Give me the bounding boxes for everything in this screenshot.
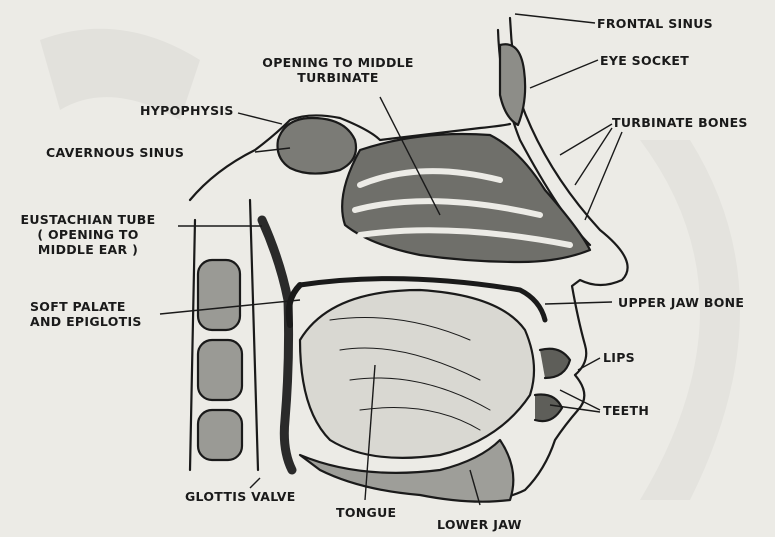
label-hypophysis: HYPOPHYSIS — [140, 103, 234, 118]
label-line: TURBINATE — [233, 70, 443, 85]
leader-upper-jaw-bone — [545, 302, 612, 304]
label-teeth: TEETH — [603, 403, 649, 418]
label-upper-jaw-bone: UPPER JAW BONE — [618, 295, 744, 310]
label-lips: LIPS — [603, 350, 635, 365]
pharynx-channel — [262, 220, 292, 470]
label-lower-jaw: LOWER JAW — [437, 517, 522, 532]
label-eustachian-tube: EUSTACHIAN TUBE ( OPENING TO MIDDLE EAR … — [2, 212, 174, 257]
label-line: OPENING TO MIDDLE — [233, 55, 443, 70]
label-tongue: TONGUE — [336, 505, 396, 520]
label-line: MIDDLE EAR ) — [2, 242, 174, 257]
watermark-shape — [640, 140, 740, 500]
leader-hypophysis — [238, 113, 282, 124]
leader-frontal-sinus — [515, 14, 595, 23]
vertebra — [198, 340, 242, 400]
vertebra — [198, 260, 240, 330]
label-frontal-sinus: FRONTAL SINUS — [597, 16, 713, 31]
frontal-sinus-cavity — [500, 44, 525, 125]
label-turbinate-bones: TURBINATE BONES — [612, 115, 748, 130]
label-line: AND EPIGLOTIS — [30, 314, 142, 329]
label-eye-socket: EYE SOCKET — [600, 53, 689, 68]
leader-turbinate-bones — [560, 124, 622, 220]
label-cavernous-sinus: CAVERNOUS SINUS — [46, 145, 184, 160]
label-line: SOFT PALATE — [30, 299, 142, 314]
label-line: ( OPENING TO — [2, 227, 174, 242]
label-line: EUSTACHIAN TUBE — [2, 212, 174, 227]
cavernous-sinus-region — [278, 118, 357, 174]
leader-glottis-valve — [250, 478, 260, 488]
upper-tooth — [540, 349, 570, 378]
leader-lips — [578, 358, 600, 370]
leader-eye-socket — [530, 60, 598, 88]
lower-tooth — [535, 395, 562, 422]
label-soft-palate: SOFT PALATE AND EPIGLOTIS — [30, 299, 142, 329]
vertebra — [198, 410, 242, 460]
label-opening-middle-turbinate: OPENING TO MIDDLE TURBINATE — [233, 55, 443, 85]
tongue-shape — [300, 290, 534, 458]
label-glottis-valve: GLOTTIS VALVE — [185, 489, 296, 504]
